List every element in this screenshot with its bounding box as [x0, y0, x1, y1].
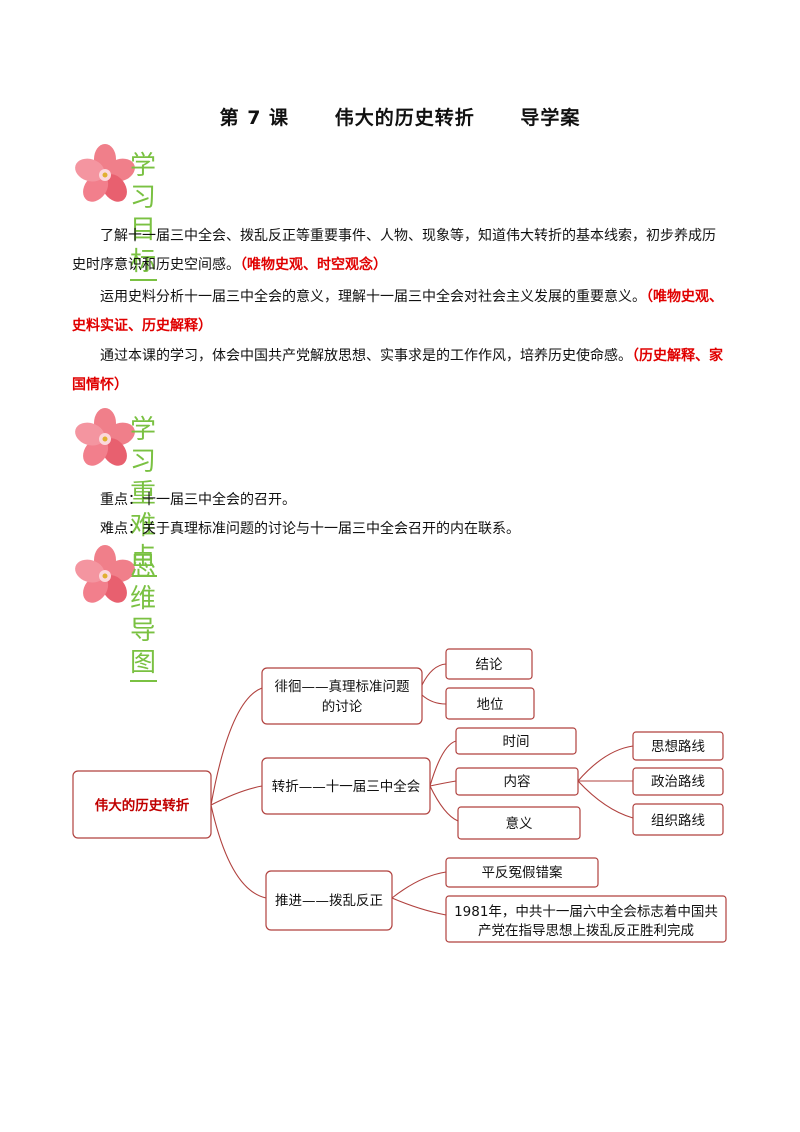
root-node-label: 伟大的历史转折: [95, 797, 190, 814]
leaf-label-line1: 1981年，中共十一届六中全会标志着中国共: [454, 903, 718, 920]
edge-root-branch2: [210, 785, 263, 806]
mind-map-diagram: 伟大的历史转折 徘徊——真理标准问题 的讨论 结论 地位 转折——十一届三中全会…: [72, 648, 727, 943]
branch-label-line2: 的讨论: [322, 699, 363, 715]
leaf-node-organizational-line: 组织路线: [632, 803, 724, 836]
leaf-label: 意义: [506, 815, 533, 832]
leaf-label: 结论: [476, 657, 503, 673]
leaf-label: 组织路线: [651, 813, 705, 829]
edge-content-organization: [577, 780, 634, 819]
edge-branch1-status: [421, 694, 447, 705]
leaf-label: 内容: [504, 773, 531, 790]
edge-root-branch3: [210, 804, 267, 899]
leaf-label: 地位: [477, 697, 504, 713]
objective-paragraph-3: 通过本课的学习，体会中国共产党解放思想、实事求是的工作作风，培养历史使命感。（历…: [72, 342, 728, 400]
objective-text: 通过本课的学习，体会中国共产党解放思想、实事求是的工作作风，培养历史使命感。: [100, 348, 632, 364]
branch-label: 转折——十一届三中全会: [272, 778, 421, 795]
edge-root-branch1: [210, 687, 263, 806]
edge-branch3-completion: [391, 897, 447, 916]
branch-label-line1: 徘徊——真理标准问题: [275, 679, 410, 695]
key-point-text: 重点：十一届三中全会的召开。: [100, 492, 296, 508]
objective-text: 了解十一届三中全会、拨乱反正等重要事件、人物、现象等，知道伟大转折的基本线索，初…: [72, 228, 716, 273]
objective-tag: （唯物史观、史料实证、历史解释）: [72, 289, 723, 334]
leaf-node-status: 地位: [445, 687, 535, 720]
edge-branch3-rehabilitation: [391, 871, 447, 899]
mindmap-heading-text: 思维导图: [130, 551, 158, 682]
flower-icon: [75, 408, 135, 466]
leaf-node-political-line: 政治路线: [632, 767, 724, 796]
flower-icon: [75, 545, 135, 603]
flower-icon: [75, 144, 135, 202]
leaf-node-time: 时间: [455, 727, 577, 755]
objective-paragraph-2: 运用史料分析十一届三中全会的意义，理解十一届三中全会对社会主义发展的重要意义。（…: [72, 283, 728, 341]
leaf-label: 政治路线: [651, 774, 705, 790]
document-title: 第 7 课 伟大的历史转折 导学案: [219, 107, 581, 129]
branch-node-turning-point: 转折——十一届三中全会: [261, 757, 431, 815]
leaf-node-completion: 1981年，中共十一届六中全会标志着中国共 产党在指导思想上拨乱反正胜利完成: [445, 895, 727, 943]
key-points-heading-text: 学习重难点: [130, 414, 158, 577]
leaf-node-meaning: 意义: [457, 806, 581, 840]
leaf-label: 时间: [503, 734, 530, 750]
edge-branch2-time: [429, 740, 457, 787]
branch-node-advance: 推进——拨乱反正: [265, 870, 393, 931]
edge-branch1-conclusion: [421, 663, 447, 686]
edge-content-ideology: [577, 745, 634, 782]
objectives-heading-text: 学习目标: [130, 150, 158, 281]
leaf-label: 平反冤假错案: [482, 864, 563, 881]
branch-label: 推进——拨乱反正: [275, 893, 383, 909]
objective-paragraph-1: 了解十一届三中全会、拨乱反正等重要事件、人物、现象等，知道伟大转折的基本线索，初…: [72, 222, 728, 280]
leaf-node-content: 内容: [455, 767, 579, 796]
objective-tag: （唯物史观、时空观念）: [240, 257, 387, 273]
objective-tag: （历史解释、家国情怀）: [72, 348, 723, 393]
leaf-node-rehabilitation: 平反冤假错案: [445, 857, 599, 888]
root-node: 伟大的历史转折: [72, 770, 212, 839]
leaf-label: 思想路线: [651, 739, 705, 755]
leaf-node-ideological-line: 思想路线: [632, 731, 724, 761]
edge-branch2-content: [429, 780, 457, 787]
leaf-label-line2: 产党在指导思想上拨乱反正胜利完成: [478, 923, 694, 939]
difficult-point-text: 难点：关于真理标准问题的讨论与十一届三中全会召开的内在联系。: [100, 521, 520, 537]
leaf-node-conclusion: 结论: [445, 648, 533, 680]
branch-node-hesitation: 徘徊——真理标准问题 的讨论: [261, 667, 423, 725]
edge-branch2-meaning: [429, 785, 459, 822]
objective-text: 运用史料分析十一届三中全会的意义，理解十一届三中全会对社会主义发展的重要意义。: [100, 289, 646, 305]
